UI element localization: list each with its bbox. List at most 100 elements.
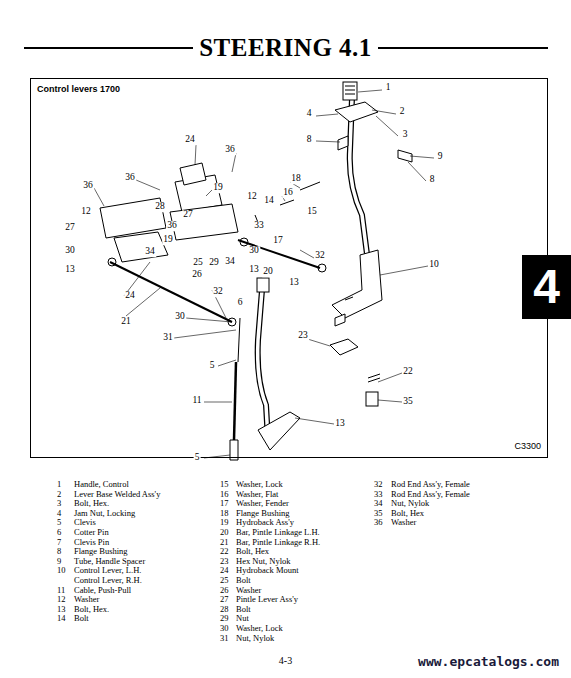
callout-number: 8 — [306, 135, 313, 145]
part-name: Cable, Push-Pull — [74, 586, 131, 595]
part-name: Bolt, Hex — [391, 509, 424, 518]
part-number: 3 — [57, 499, 61, 508]
part-name: Bolt — [236, 576, 251, 585]
callout-number: 22 — [402, 367, 414, 377]
part-number: 31 — [220, 634, 229, 643]
callout-number: 6 — [237, 298, 244, 308]
part-name: Rod End Ass'y, Female — [391, 480, 470, 489]
part-name: Hydroback Ass'y — [236, 518, 294, 527]
figure-code: C3300 — [514, 441, 541, 451]
part-name: Tube, Handle Spacer — [74, 557, 145, 566]
part-number: 27 — [220, 595, 229, 604]
part-name: Hex Nut, Nylok — [236, 557, 291, 566]
callout-number: 11 — [191, 396, 202, 406]
part-name: Bolt, Hex. — [74, 605, 109, 614]
callout-number: 30 — [248, 246, 260, 256]
callout-number: 1 — [385, 83, 392, 93]
callout-number: 13 — [64, 265, 76, 275]
part-number: 34 — [374, 499, 383, 508]
callout-number: 23 — [297, 331, 309, 341]
part-number: 9 — [57, 557, 61, 566]
callout-number: 18 — [290, 174, 302, 184]
part-number: 25 — [220, 576, 229, 585]
part-name: Washer — [236, 586, 261, 595]
callout-number: 27 — [64, 223, 76, 233]
part-number: 28 — [220, 605, 229, 614]
part-name: Bolt, Hex — [236, 547, 269, 556]
callout-number: 26 — [191, 270, 203, 280]
callout-number: 19 — [162, 235, 174, 245]
callout-number: 21 — [120, 317, 132, 327]
part-name: Nut, Nylok — [391, 499, 429, 508]
part-number: 14 — [57, 614, 66, 623]
callout-number: 24 — [124, 291, 136, 301]
part-number: 26 — [220, 586, 229, 595]
callout-number: 4 — [306, 109, 313, 119]
drawing-frame: Control levers 1700C3300 — [30, 78, 548, 458]
callout-number: 20 — [262, 267, 274, 277]
part-name: Clevis Pin — [74, 538, 109, 547]
part-number: 15 — [220, 480, 229, 489]
callout-number: 36 — [224, 145, 236, 155]
part-number: 13 — [57, 605, 66, 614]
callout-number: 15 — [306, 207, 318, 217]
callout-number: 3 — [402, 130, 409, 140]
callout-number: 16 — [282, 188, 294, 198]
callout-number: 5 — [209, 361, 216, 371]
part-name: Bolt — [74, 614, 89, 623]
part-name: Handle, Control — [74, 480, 129, 489]
page-title: STEERING 4.1 — [0, 34, 571, 62]
part-name: Washer, Fender — [236, 499, 289, 508]
part-name: Nut — [236, 614, 249, 623]
part-number: 8 — [57, 547, 61, 556]
callout-number: 34 — [224, 257, 236, 267]
part-number: 22 — [220, 547, 229, 556]
part-name: Cotter Pin — [74, 528, 109, 537]
callout-number: 28 — [154, 202, 166, 212]
callout-number: 13 — [248, 265, 260, 275]
part-name: Control Lever, L.H. — [74, 566, 141, 575]
part-name: Pintle Lever Ass'y — [236, 595, 298, 604]
callout-number: 30 — [174, 312, 186, 322]
callout-number: 19 — [212, 183, 224, 193]
part-number: 33 — [374, 490, 383, 499]
callout-number: 13 — [334, 419, 346, 429]
callout-number: 2 — [399, 107, 406, 117]
callout-number: 33 — [253, 221, 265, 231]
part-number: 10 — [57, 566, 66, 575]
callout-number: 17 — [272, 236, 284, 246]
part-number: 5 — [57, 518, 61, 527]
callout-number: 9 — [437, 152, 444, 162]
part-number: 23 — [220, 557, 229, 566]
callout-number: 29 — [208, 258, 220, 268]
part-number: 17 — [220, 499, 229, 508]
part-name: Jam Nut, Locking — [74, 509, 135, 518]
callout-number: 36 — [166, 221, 178, 231]
part-name: Nut, Nylok — [236, 634, 274, 643]
part-name: Flange Bushing — [236, 509, 290, 518]
callout-number: 36 — [124, 173, 136, 183]
part-name: Washer, Lock — [236, 624, 283, 633]
callout-number: 32 — [314, 251, 326, 261]
part-name: Washer — [391, 518, 416, 527]
part-number: 21 — [220, 538, 229, 547]
part-name: Bolt — [236, 605, 251, 614]
part-name: Rod End Ass'y, Female — [391, 490, 470, 499]
part-number: 11 — [57, 586, 65, 595]
part-name: Flange Bushing — [74, 547, 128, 556]
callout-number: 14 — [263, 196, 275, 206]
part-name: Control Lever, R.H. — [74, 576, 142, 585]
part-number: 24 — [220, 566, 229, 575]
part-number: 6 — [57, 528, 61, 537]
part-number: 20 — [220, 528, 229, 537]
callout-number: 31 — [162, 333, 174, 343]
part-number: 18 — [220, 509, 229, 518]
callout-number: 12 — [246, 192, 258, 202]
part-number: 1 — [57, 480, 61, 489]
callout-number: 24 — [184, 135, 196, 145]
callout-number: 10 — [428, 260, 440, 270]
part-number: 19 — [220, 518, 229, 527]
part-name: Washer, Lock — [236, 480, 283, 489]
part-name: Washer — [74, 595, 99, 604]
callout-number: 36 — [82, 181, 94, 191]
